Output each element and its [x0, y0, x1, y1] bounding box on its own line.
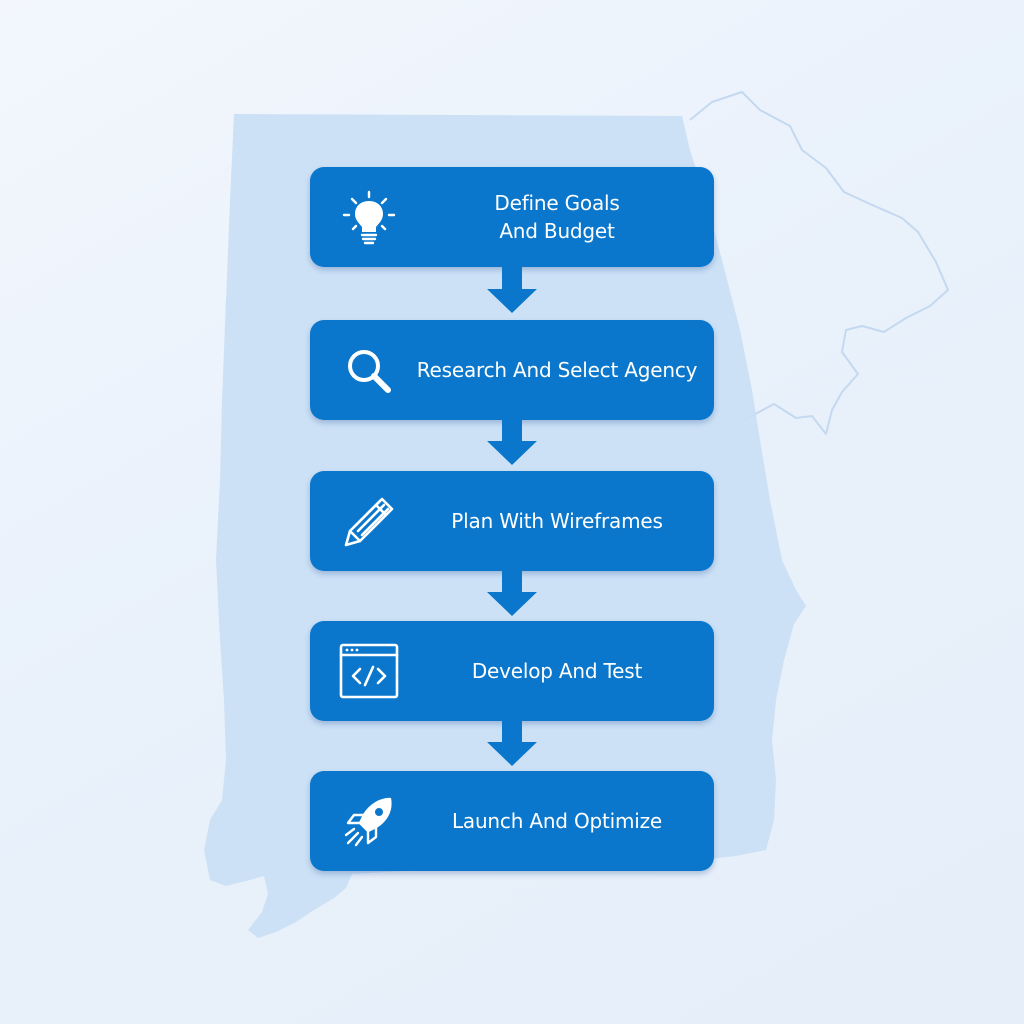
step-plan-wireframes: Plan With Wireframes — [310, 471, 714, 571]
step-label: Develop And Test — [471, 659, 643, 683]
step-research-agency: Research And Select Agency — [310, 320, 714, 420]
step-launch-optimize: Launch And Optimize — [310, 771, 714, 871]
step-label: Define Goals And Budget — [494, 191, 620, 243]
step-develop-test: Develop And Test — [310, 621, 714, 721]
lightbulb-icon — [338, 187, 400, 249]
step-label: Plan With Wireframes — [451, 509, 663, 533]
code-window-icon — [338, 641, 400, 703]
flow-arrow-down — [487, 720, 537, 766]
neighbor-state-outline — [689, 91, 949, 435]
flow-arrow-down — [487, 570, 537, 616]
rocket-icon — [338, 791, 400, 853]
pencil-icon — [338, 491, 400, 553]
step-label: Research And Select Agency — [416, 358, 698, 382]
flow-arrow-down — [487, 267, 537, 313]
flow-arrow-down — [487, 419, 537, 465]
step-define-goals: Define Goals And Budget — [310, 167, 714, 267]
step-label: Launch And Optimize — [451, 809, 663, 833]
magnifier-icon — [338, 340, 400, 402]
